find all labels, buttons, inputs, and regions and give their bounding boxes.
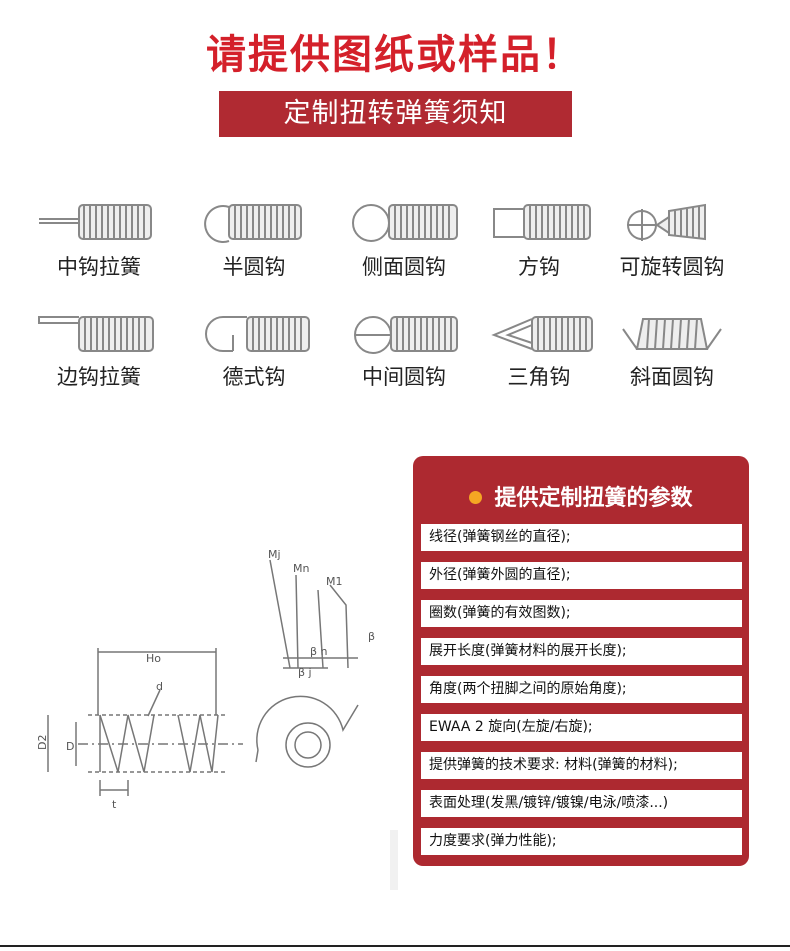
title-banner: 定制扭转弹簧须知: [219, 91, 572, 137]
diagram-label-d2: D2: [36, 735, 49, 750]
hook-type-square-hook: 方钩: [470, 195, 608, 281]
param-item: 提供弹簧的技术要求: 材料(弹簧的材料);: [421, 752, 742, 779]
torsion-spring-diagram: Ho d D2 D t Mj Mn M1 β β n β j: [28, 540, 398, 820]
german-hook-spring-icon: [205, 316, 310, 352]
params-panel: 提供定制扭簧的参数 线径(弹簧钢丝的直径); 外径(弹簧外圆的直径); 圈数(弹…: [413, 456, 749, 866]
hook-label: 半圆钩: [222, 255, 286, 279]
hook-label: 斜面圆钩: [630, 365, 714, 389]
param-item: 力度要求(弹力性能);: [421, 828, 742, 855]
headline: 请提供图纸或样品！: [206, 32, 584, 78]
diagram-label-mj: Mj: [268, 548, 281, 561]
hook-type-triangle-hook: 三角钩: [470, 305, 608, 391]
diagram-label-d: d: [156, 680, 163, 693]
square-hook-spring-icon: [493, 204, 591, 240]
param-item: 线径(弹簧钢丝的直径);: [421, 524, 742, 551]
params-title: 提供定制扭簧的参数: [413, 480, 749, 512]
hook-label: 中间圆钩: [362, 365, 446, 389]
hook-type-side-hook: 边钩拉簧: [30, 305, 168, 391]
diagram-label-m1: M1: [326, 575, 343, 588]
half-round-hook-spring-icon: [204, 204, 302, 243]
side-hook-spring-icon: [38, 316, 154, 352]
hook-label: 德式钩: [222, 365, 286, 389]
center-hook-spring-icon: [39, 204, 152, 240]
hook-type-swivel-round-hook: 可旋转圆钩: [603, 195, 741, 281]
param-item: 展开长度(弹簧材料的展开长度);: [421, 638, 742, 665]
param-item: 圈数(弹簧的有效图数);: [421, 600, 742, 627]
params-title-text: 提供定制扭簧的参数: [494, 486, 693, 511]
triangle-hook-spring-icon: [491, 316, 593, 352]
hook-label: 边钩拉簧: [57, 365, 141, 389]
decorative-divider: [390, 830, 398, 890]
diagram-label-t: t: [112, 798, 117, 811]
param-item: 表面处理(发黑/镀锌/镀镍/电泳/喷漆...): [421, 790, 742, 817]
hook-label: 可旋转圆钩: [619, 255, 725, 279]
diagram-label-beta: β: [368, 630, 375, 643]
diagram-label-ho: Ho: [146, 652, 161, 665]
beveled-round-hook-spring-icon: [622, 318, 722, 350]
param-item: 外径(弹簧外圆的直径);: [421, 562, 742, 589]
side-round-hook-spring-icon: [352, 204, 458, 242]
hook-label: 三角钩: [507, 365, 571, 389]
hook-label: 方钩: [518, 255, 560, 279]
hook-type-half-round-hook: 半圆钩: [185, 195, 323, 281]
spring-technical-drawing: Ho d D2 D t Mj Mn M1 β β n β j: [36, 548, 375, 811]
hook-label: 中钩拉簧: [57, 255, 141, 279]
diagram-label-mn: Mn: [293, 562, 309, 575]
hook-type-side-round-hook: 侧面圆钩: [335, 195, 473, 281]
hook-type-center-hook: 中钩拉簧: [30, 195, 168, 281]
swivel-round-hook-spring-icon: [627, 203, 706, 241]
diagram-label-big-d: D: [66, 740, 74, 753]
diagram-label-beta-j: β j: [298, 666, 312, 679]
hook-type-beveled-round-hook: 斜面圆钩: [603, 305, 741, 391]
bullet-dot-icon: [469, 490, 483, 504]
bottom-divider: [0, 945, 790, 947]
hook-type-middle-round-hook: 中间圆钩: [335, 305, 473, 391]
param-item: 角度(两个扭脚之间的原始角度);: [421, 676, 742, 703]
param-item: EWAA 2 旋向(左旋/右旋);: [421, 714, 742, 741]
hook-label: 侧面圆钩: [362, 255, 446, 279]
hook-type-german-hook: 德式钩: [185, 305, 323, 391]
diagram-label-beta-n: β n: [310, 645, 328, 658]
middle-round-hook-spring-icon: [354, 316, 458, 354]
